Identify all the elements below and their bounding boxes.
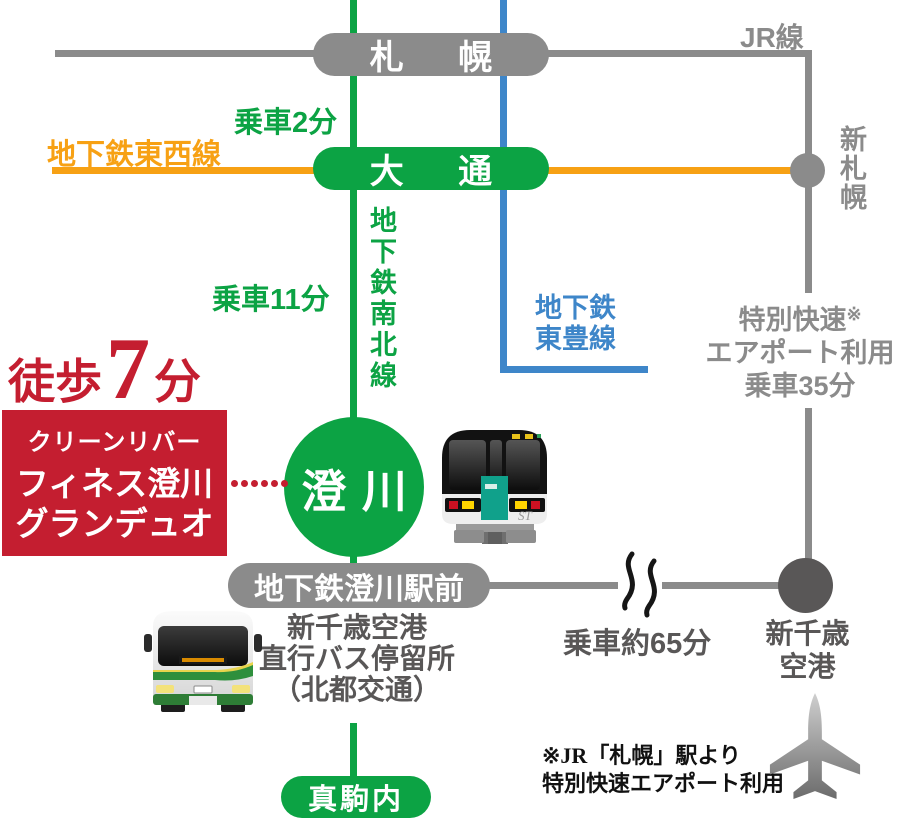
bus-route-right-segment: [662, 582, 807, 589]
bus-stop-line3: （北都交通）: [272, 674, 441, 705]
walk-7min-label: 徒歩 7 分: [8, 326, 201, 414]
airport-express-line2: エアポート利用: [705, 338, 895, 368]
tozai-line-label: 地下鉄東西線: [47, 139, 222, 171]
bus-route-left-segment: [482, 582, 618, 589]
station-sumikawa-ekimae-label: 地下鉄澄川駅前: [254, 572, 464, 606]
bus-stop-line2: 直行バス停留所: [258, 643, 455, 674]
namboku-line-vertical-lower: [350, 723, 357, 783]
walk-number: 7: [106, 321, 150, 418]
station-makomanai-label: 真駒内: [308, 784, 404, 816]
footnote-line1: ※JR「札幌」駅より: [542, 743, 741, 768]
walk-unit: 分: [154, 357, 201, 409]
airport-express-line3: 乗車35分: [744, 371, 856, 401]
property-name-line2: フィネス澄川: [15, 466, 214, 503]
shin-sapporo-label: 新札幌: [836, 125, 866, 212]
airport-express-label: 特別快速※ エアポート利用 乗車35分: [700, 298, 898, 403]
station-sapporo-label: 札幌: [369, 39, 547, 77]
namboku-line-label: 地下鉄南北線: [366, 206, 396, 392]
ride-11min-label: 乗車11分: [212, 284, 330, 316]
property-name-line3: グランデュオ: [15, 506, 214, 543]
toho-line-label-line2: 東豊線: [535, 324, 616, 354]
namboku-line-vertical: [350, 0, 357, 608]
walk-prefix: 徒歩: [8, 357, 102, 409]
route-break-icon: [616, 551, 664, 619]
toho-line-horizontal: [500, 366, 648, 373]
station-sumikawa: 澄川: [284, 417, 424, 557]
toho-line-label-line1: 地下鉄: [535, 293, 616, 323]
jr-line-label: JR線: [740, 22, 804, 53]
property-name-line1: クリーンリバー: [27, 429, 202, 456]
ride-2min-label: 乗車2分: [234, 107, 338, 139]
airplane-icon: [766, 690, 864, 808]
station-odori-label: 大通: [369, 153, 547, 191]
station-sumikawa-ekimae: 地下鉄澄川駅前: [228, 563, 490, 608]
ride-65min-label: 乗車約65分: [563, 628, 712, 660]
chitose-airport-line1: 新千歳: [765, 618, 850, 649]
station-sumikawa-label: 澄川: [301, 465, 423, 517]
chitose-airport-line2: 空港: [779, 651, 836, 682]
bus-stop-line1: 新千歳空港: [286, 612, 427, 643]
station-shin-sapporo-node: [790, 153, 825, 188]
svg-text:ST: ST: [518, 508, 533, 523]
airport-express-line1: 特別快速※: [700, 298, 898, 337]
chitose-airport-label: 新千歳 空港: [760, 617, 855, 683]
station-odori: 大通: [313, 147, 549, 191]
airport-express-text: 特別快速: [738, 305, 847, 335]
station-chitose-airport-node: [778, 558, 833, 613]
train-icon: ST: [432, 428, 557, 546]
property-name-box: クリーンリバー フィネス澄川 グランデュオ: [2, 410, 227, 556]
station-sapporo: 札幌: [313, 33, 549, 77]
station-makomanai: 真駒内: [281, 776, 431, 818]
toho-line-label: 地下鉄 東豊線: [535, 293, 616, 355]
bus-stop-label: 新千歳空港 直行バス停留所 （北都交通）: [237, 612, 477, 705]
jr-line-vertical-lower: [805, 408, 812, 588]
bus-icon: [143, 606, 263, 722]
property-connector-dots: [231, 480, 288, 487]
asterisk-mark: ※: [846, 304, 862, 324]
footnote: ※JR「札幌」駅より 特別快速エアポート利用: [542, 742, 784, 798]
footnote-line2: 特別快速エアポート利用: [542, 771, 785, 796]
